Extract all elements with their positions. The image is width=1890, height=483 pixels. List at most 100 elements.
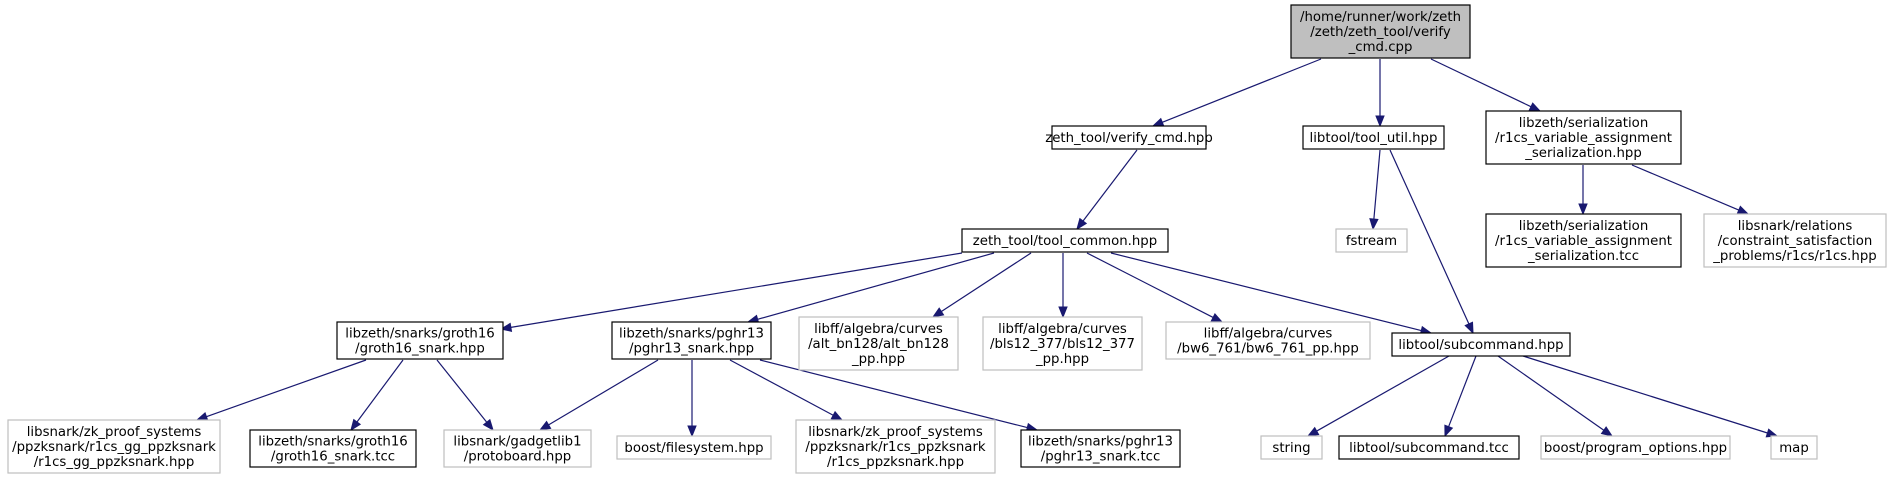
node-label-line: boost/filesystem.hpp: [624, 441, 763, 456]
node-label-line: libzeth/snarks/pghr13: [619, 327, 764, 342]
edge-root-to-verify_cmd_hpp: [1162, 58, 1322, 123]
node-label-line: /protoboard.hpp: [464, 450, 572, 465]
edge-subcommand_hpp-to-map: [1522, 355, 1768, 434]
node-label-line: /pghr13_snark.hpp: [629, 342, 754, 357]
node-label-line: libsnark/gadgetlib1: [453, 435, 581, 450]
node-box: [1703, 213, 1887, 268]
node-tool-util-hpp[interactable]: libtool/tool_util.hpp: [1302, 125, 1445, 150]
edge-subcommand_hpp-to-string: [1316, 355, 1450, 432]
edge-arrowhead: [1528, 102, 1542, 112]
node-box: [443, 429, 592, 468]
node-subcommand-hpp[interactable]: libtool/subcommand.hpp: [1391, 332, 1571, 357]
node-box: [1485, 213, 1682, 268]
edge-groth16_hpp-to-r1cs_gg_ppzksnark: [206, 359, 367, 418]
edge-tool_common_hpp-to-subcommand_hpp: [1110, 252, 1422, 332]
edge-arrowhead: [1464, 321, 1474, 335]
node-label-line: libsnark/zk_proof_systems: [27, 425, 202, 440]
node-label-line: /pghr13_snark.tcc: [1041, 450, 1161, 465]
node-label-line: libff/algebra/curves: [814, 322, 943, 337]
node-protoboard: libsnark/gadgetlib1/protoboard.hpp: [443, 429, 592, 468]
node-box: [1020, 429, 1181, 468]
edge-arrowhead: [1600, 426, 1614, 437]
node-r1cs-var-ser-hpp[interactable]: libzeth/serialization/r1cs_variable_assi…: [1485, 110, 1682, 165]
node-groth16-tcc[interactable]: libzeth/snarks/groth16/groth16_snark.tcc: [249, 429, 417, 468]
node-label-line: libtool/subcommand.hpp: [1398, 338, 1563, 353]
node-label-line: fstream: [1346, 234, 1397, 249]
node-label-line: libzeth/snarks/groth16: [258, 435, 408, 450]
node-box: [1540, 435, 1731, 460]
node-label-line: zeth_tool/tool_common.hpp: [973, 234, 1157, 249]
edge-tool_util_hpp-to-fstream: [1373, 149, 1381, 220]
node-label-line: _pp.hpp: [851, 352, 905, 367]
edge-arrowhead: [1375, 115, 1385, 128]
node-box: [1290, 4, 1471, 59]
node-label-line: _serialization.hpp: [1524, 146, 1642, 161]
node-box: [336, 321, 504, 360]
node-box: [1302, 125, 1445, 150]
node-label-line: /alt_bn128/alt_bn128: [808, 337, 949, 352]
edge-arrowhead: [1151, 117, 1165, 127]
edge-arrowhead: [1736, 205, 1750, 215]
node-bls12-377: libff/algebra/curves/bls12_377/bls12_377…: [982, 316, 1143, 371]
node-label-line: libff/algebra/curves: [1204, 327, 1333, 342]
node-label-line: libtool/tool_util.hpp: [1310, 131, 1438, 146]
edge-arrowhead: [1058, 306, 1068, 319]
edge-pghr13_hpp-to-pghr13_tcc: [759, 359, 1028, 429]
node-label-line: /groth16_snark.hpp: [355, 342, 485, 357]
node-label-line: _pp.hpp: [1035, 352, 1089, 367]
node-filesystem: boost/filesystem.hpp: [616, 435, 772, 460]
node-label-line: map: [1779, 441, 1809, 456]
node-box: [1260, 435, 1323, 460]
node-box: [795, 419, 996, 474]
node-verify-cmd-hpp[interactable]: zeth_tool/verify_cmd.hpp: [1045, 125, 1213, 150]
edge-arrowhead: [1076, 217, 1088, 231]
node-r1cs-gg-ppzksnark: libsnark/zk_proof_systems/ppzksnark/r1cs…: [7, 419, 221, 474]
edge-arrowhead: [1306, 426, 1320, 437]
edge-tool_common_hpp-to-pghr13_hpp: [757, 252, 995, 320]
node-tool-common-hpp[interactable]: zeth_tool/tool_common.hpp: [961, 228, 1169, 253]
edge-arrowhead: [687, 425, 697, 438]
node-pghr13-hpp[interactable]: libzeth/snarks/pghr13/pghr13_snark.hpp: [611, 321, 772, 360]
edge-groth16_hpp-to-groth16_tcc: [356, 359, 404, 423]
node-r1cs-var-ser-tcc[interactable]: libzeth/serialization/r1cs_variable_assi…: [1485, 213, 1682, 268]
node-fstream: fstream: [1335, 228, 1408, 253]
node-subcommand-tcc[interactable]: libtool/subcommand.tcc: [1338, 435, 1520, 460]
node-pghr13-tcc[interactable]: libzeth/snarks/pghr13/pghr13_snark.tcc: [1020, 429, 1181, 468]
node-label-line: libff/algebra/curves: [998, 322, 1127, 337]
node-r1cs-ppzksnark: libsnark/zk_proof_systems/ppzksnark/r1cs…: [795, 419, 996, 474]
edge-arrowhead: [830, 410, 844, 421]
node-label-line: libtool/subcommand.tcc: [1349, 441, 1509, 456]
node-label-line: /r1cs_variable_assignment: [1495, 234, 1672, 249]
edge-tool_common_hpp-to-groth16_hpp: [510, 252, 963, 328]
node-string: string: [1260, 435, 1323, 460]
node-label-line: libzeth/snarks/pghr13: [1028, 435, 1173, 450]
edge-r1cs_var_ser_hpp-to-r1cs_hpp: [1631, 164, 1740, 211]
node-box: [961, 228, 1169, 253]
node-box: [1051, 125, 1207, 150]
edges-layer: [195, 58, 1779, 438]
edge-arrowhead: [1444, 424, 1454, 438]
node-label-line: /bls12_377/bls12_377: [990, 337, 1135, 352]
node-bw6-761: libff/algebra/curves/bw6_761/bw6_761_pp.…: [1165, 321, 1371, 360]
node-label-line: /ppzksnark/r1cs_ppzksnark: [805, 440, 986, 455]
node-label-line: libzeth/snarks/groth16: [345, 327, 495, 342]
node-box: [1770, 435, 1818, 460]
node-label-line: /r1cs_variable_assignment: [1495, 131, 1672, 146]
node-box: [249, 429, 417, 468]
edge-pghr13_hpp-to-r1cs_ppzksnark: [729, 359, 834, 416]
node-box: [1165, 321, 1371, 360]
node-root: /home/runner/work/zeth/zeth/zeth_tool/ve…: [1290, 4, 1471, 59]
node-label-line: /r1cs_ppzksnark.hpp: [827, 455, 964, 470]
node-box: [1335, 228, 1408, 253]
node-label-line: libsnark/relations: [1738, 219, 1853, 234]
node-label-line: /ppzksnark/r1cs_gg_ppzksnark: [12, 440, 216, 455]
edge-tool_common_hpp-to-alt_bn128: [941, 252, 1032, 313]
node-box: [798, 316, 959, 371]
node-groth16-hpp[interactable]: libzeth/snarks/groth16/groth16_snark.hpp: [336, 321, 504, 360]
node-map: map: [1770, 435, 1818, 460]
node-r1cs-hpp: libsnark/relations/constraint_satisfacti…: [1703, 213, 1887, 268]
edge-groth16_hpp-to-protoboard: [436, 359, 488, 423]
node-label-line: boost/program_options.hpp: [1544, 441, 1727, 456]
edge-tool_common_hpp-to-bw6_761: [1086, 252, 1214, 318]
